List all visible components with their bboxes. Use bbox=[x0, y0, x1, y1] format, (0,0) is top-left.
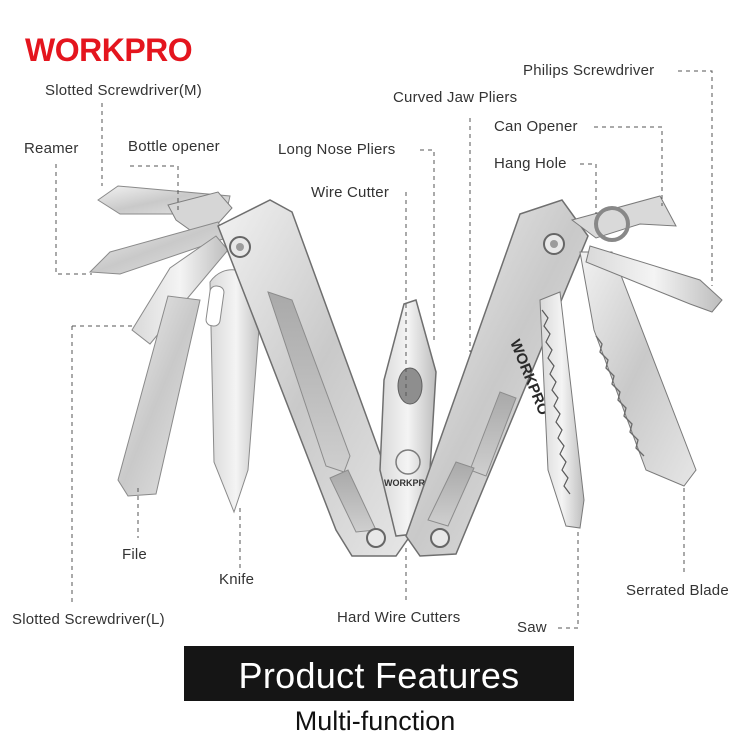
right-handle bbox=[405, 199, 589, 557]
philips-screwdriver-tool bbox=[585, 245, 723, 313]
right-bottom-screw bbox=[430, 528, 450, 548]
label-bottle-opener: Bottle opener bbox=[128, 138, 220, 155]
hard-wire-cutter-jaw bbox=[397, 367, 423, 405]
right-handle-inlay bbox=[469, 391, 517, 477]
left-handle-inlay bbox=[267, 291, 351, 473]
label-philips-screwdriver: Philips Screwdriver bbox=[523, 62, 655, 79]
leader-lines bbox=[55, 70, 713, 629]
banner-title: Product Features bbox=[238, 655, 520, 696]
serrated-blade-tool bbox=[579, 251, 697, 487]
label-long-nose-pliers: Long Nose Pliers bbox=[278, 141, 396, 158]
label-curved-jaw-pliers: Curved Jaw Pliers bbox=[393, 89, 518, 106]
knife-thumb-hole bbox=[205, 285, 225, 327]
label-hard-wire-cutters: Hard Wire Cutters bbox=[337, 609, 461, 626]
left-bottom-screw bbox=[366, 528, 386, 548]
pliers-imprint: WORKPRO bbox=[384, 478, 432, 488]
leader-long-nose bbox=[420, 149, 435, 340]
left-pivot-screw-center bbox=[236, 243, 244, 251]
saw-teeth bbox=[541, 309, 571, 495]
brand-logo: WORKPRO bbox=[25, 32, 193, 68]
pliers-pivot-ring bbox=[395, 449, 421, 475]
leader-saw bbox=[558, 530, 579, 629]
file-tool bbox=[117, 295, 201, 497]
leader-philips bbox=[678, 70, 713, 286]
label-saw: Saw bbox=[517, 619, 547, 636]
serrated-edge bbox=[595, 335, 645, 457]
right-pivot-screw-center bbox=[550, 240, 558, 248]
label-serrated-blade: Serrated Blade bbox=[626, 582, 729, 599]
banner-subtitle: Multi-function bbox=[86, 701, 664, 741]
label-knife: Knife bbox=[219, 571, 255, 588]
label-slotted-screwdriver-m: Slotted Screwdriver(M) bbox=[45, 82, 202, 99]
label-reamer: Reamer bbox=[24, 140, 79, 157]
leader-hang-hole bbox=[580, 163, 597, 214]
leader-bottle-opener bbox=[130, 165, 179, 212]
label-hang-hole: Hang Hole bbox=[494, 155, 567, 172]
leader-can-opener bbox=[594, 126, 663, 206]
label-can-opener: Can Opener bbox=[494, 118, 578, 135]
label-slotted-screwdriver-l: Slotted Screwdriver(L) bbox=[12, 611, 165, 628]
saw-tool bbox=[539, 291, 585, 529]
leader-reamer bbox=[55, 164, 92, 275]
hang-hole-ring bbox=[594, 206, 630, 242]
label-file: File bbox=[122, 546, 147, 563]
right-handle-inlay-lower bbox=[427, 461, 475, 527]
label-wire-cutter: Wire Cutter bbox=[311, 184, 390, 201]
